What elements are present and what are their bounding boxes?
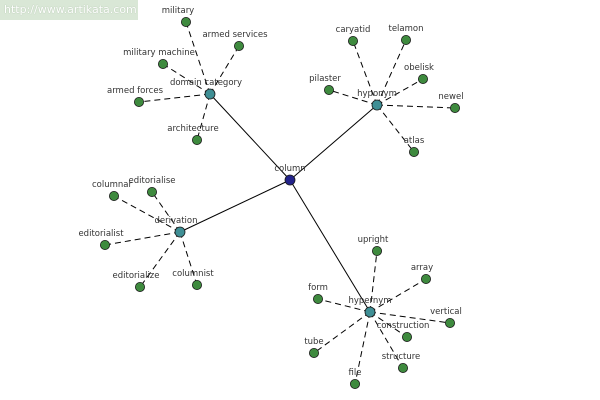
node-tube[interactable]: [308, 347, 319, 358]
node-armed-forces[interactable]: [133, 97, 144, 108]
url-banner[interactable]: http://www.artikata.com: [0, 0, 138, 20]
edge-column-hypernym: [289, 179, 371, 313]
label-editorialize: editorialize: [113, 271, 160, 281]
edge-column-hyponym: [289, 104, 378, 181]
labels: military armed services military machine ar…: [78, 6, 463, 378]
node-atlas[interactable]: [408, 146, 419, 157]
edge-domain-military: [185, 21, 211, 95]
label-editorialise: editorialise: [129, 176, 176, 186]
node-form[interactable]: [312, 293, 323, 304]
label-architecture: architecture: [167, 124, 218, 134]
edge-domain-armed-forces: [138, 93, 211, 103]
node-file[interactable]: [349, 378, 360, 389]
node-columnist[interactable]: [191, 279, 202, 290]
edge-hyponym-telamon: [376, 39, 407, 106]
edge-hypernym-tube: [313, 311, 371, 354]
edge-column-domain: [209, 93, 291, 181]
node-hyponym[interactable]: [371, 99, 383, 111]
node-obelisk[interactable]: [417, 74, 428, 85]
edge-hyponym-newel: [376, 104, 456, 109]
node-upright[interactable]: [371, 245, 382, 256]
node-array[interactable]: [420, 273, 431, 284]
label-file: file: [349, 368, 362, 378]
node-domain[interactable]: [204, 88, 216, 100]
node-structure[interactable]: [397, 362, 408, 373]
label-caryatid: caryatid: [336, 25, 371, 35]
node-hypernym[interactable]: [364, 306, 376, 318]
edge-hyponym-caryatid: [352, 40, 378, 106]
node-newel[interactable]: [449, 103, 460, 114]
edge-hypernym-file: [354, 311, 371, 385]
label-newel: newel: [438, 92, 463, 102]
label-editorialist: editorialist: [78, 229, 124, 239]
node-architecture[interactable]: [191, 134, 202, 145]
label-hypernym: hypernym: [348, 296, 391, 306]
edge-hyponym-obelisk: [376, 78, 424, 106]
label-military: military: [162, 6, 194, 16]
node-editorialise[interactable]: [146, 186, 157, 197]
node-pilaster[interactable]: [323, 85, 334, 96]
label-military-machine: military machine: [123, 48, 195, 58]
label-form: form: [308, 283, 328, 293]
node-caryatid[interactable]: [347, 36, 358, 47]
label-column: column: [274, 164, 305, 174]
label-pilaster: pilaster: [309, 74, 341, 84]
edge-hypernym-upright: [369, 250, 378, 313]
label-derivation: derivation: [154, 216, 197, 226]
node-editorialist[interactable]: [100, 239, 111, 250]
label-domain: domain category: [170, 78, 242, 88]
label-armed-services: armed services: [202, 30, 268, 40]
edge-derivation-editorialist: [104, 231, 181, 246]
node-derivation[interactable]: [174, 226, 186, 238]
edge-hypernym-construction: [369, 311, 408, 338]
label-tube: tube: [304, 337, 323, 347]
label-obelisk: obelisk: [404, 63, 434, 73]
edge-derivation-editorialize: [139, 231, 181, 288]
edge-column-derivation: [179, 179, 291, 233]
edge-derivation-editorialise: [151, 191, 181, 233]
edge-hypernym-structure: [369, 311, 404, 369]
edge-derivation-columnar: [113, 195, 181, 233]
label-columnar: columnar: [92, 180, 132, 190]
label-construction: construction: [377, 321, 430, 331]
label-structure: structure: [382, 352, 421, 362]
edges: [104, 21, 456, 385]
edge-hypernym-form: [317, 298, 371, 313]
node-column[interactable]: [284, 174, 296, 186]
edge-hypernym-vertical: [369, 311, 451, 324]
label-array: array: [411, 263, 433, 273]
node-telamon[interactable]: [400, 35, 411, 46]
edge-domain-architecture: [196, 93, 211, 141]
node-editorialize[interactable]: [134, 281, 145, 292]
label-atlas: atlas: [404, 136, 425, 146]
node-construction[interactable]: [401, 331, 412, 342]
label-telamon: telamon: [388, 24, 423, 34]
label-hyponym: hyponym: [357, 89, 397, 99]
edge-hypernym-array: [369, 278, 427, 313]
label-vertical: vertical: [430, 307, 462, 317]
node-vertical[interactable]: [444, 317, 455, 328]
node-military[interactable]: [180, 16, 191, 27]
node-military-machine[interactable]: [157, 59, 168, 70]
label-armed-forces: armed forces: [107, 86, 164, 96]
label-columnist: columnist: [172, 269, 214, 279]
node-columnar[interactable]: [109, 190, 120, 201]
edge-hyponym-pilaster: [328, 89, 378, 106]
nodes: [100, 16, 460, 389]
label-upright: upright: [358, 235, 389, 245]
node-armed-services[interactable]: [233, 41, 244, 52]
